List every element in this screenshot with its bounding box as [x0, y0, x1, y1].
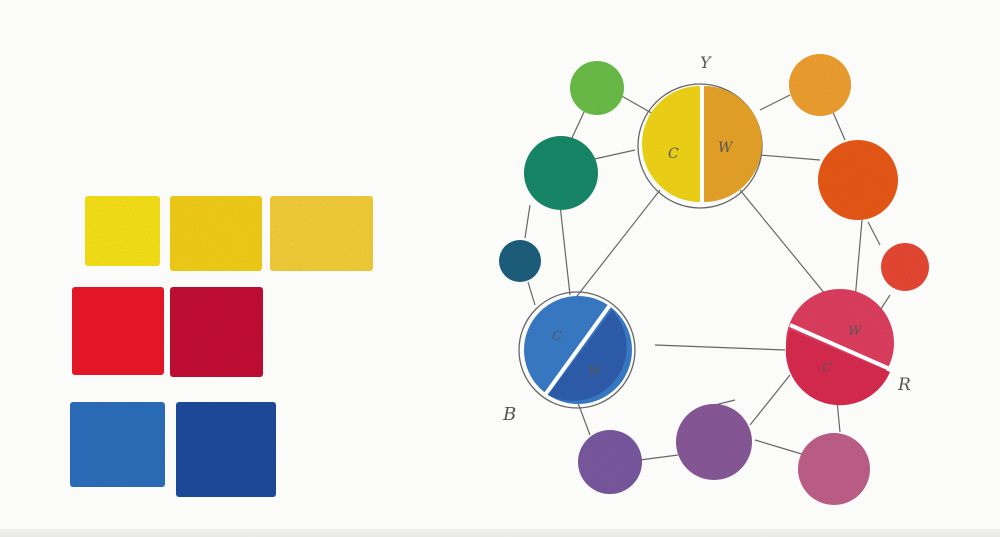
swatch-red-1 [72, 287, 164, 375]
swatch-blue-2 [176, 402, 276, 497]
paper-edge [0, 529, 1000, 537]
red-label: R [897, 375, 911, 395]
yellow-warm-label: W [718, 140, 734, 156]
swatch-yellow-2 [170, 196, 262, 271]
red-orange-circle [881, 243, 929, 291]
yellow-cool-label: C [668, 146, 679, 162]
blue-label: B [502, 404, 516, 425]
blue-cool-label: C [552, 329, 562, 344]
green-circle [524, 136, 598, 210]
blue-primary-circle: C W [518, 291, 636, 409]
blue-violet-circle [578, 430, 642, 494]
light-orange-circle [789, 54, 851, 116]
orange-circle [818, 140, 898, 220]
swatch-yellow-3 [270, 196, 373, 271]
swatch-blue-1 [70, 402, 165, 487]
pencil-lines [524, 94, 891, 461]
magenta-circle [798, 433, 870, 505]
red-warm-label: W [848, 324, 863, 339]
yellow-label: Y [700, 53, 712, 72]
violet-circle [676, 404, 752, 480]
blue-warm-label: W [588, 364, 603, 379]
red-cool-label: C [822, 361, 832, 376]
teal-circle [499, 240, 541, 282]
swatch-yellow-1 [85, 196, 160, 266]
red-primary-circle: W C [785, 289, 894, 406]
yellow-primary-circle: C W [637, 83, 763, 209]
light-green-circle [570, 61, 624, 115]
swatch-red-2 [170, 287, 263, 377]
